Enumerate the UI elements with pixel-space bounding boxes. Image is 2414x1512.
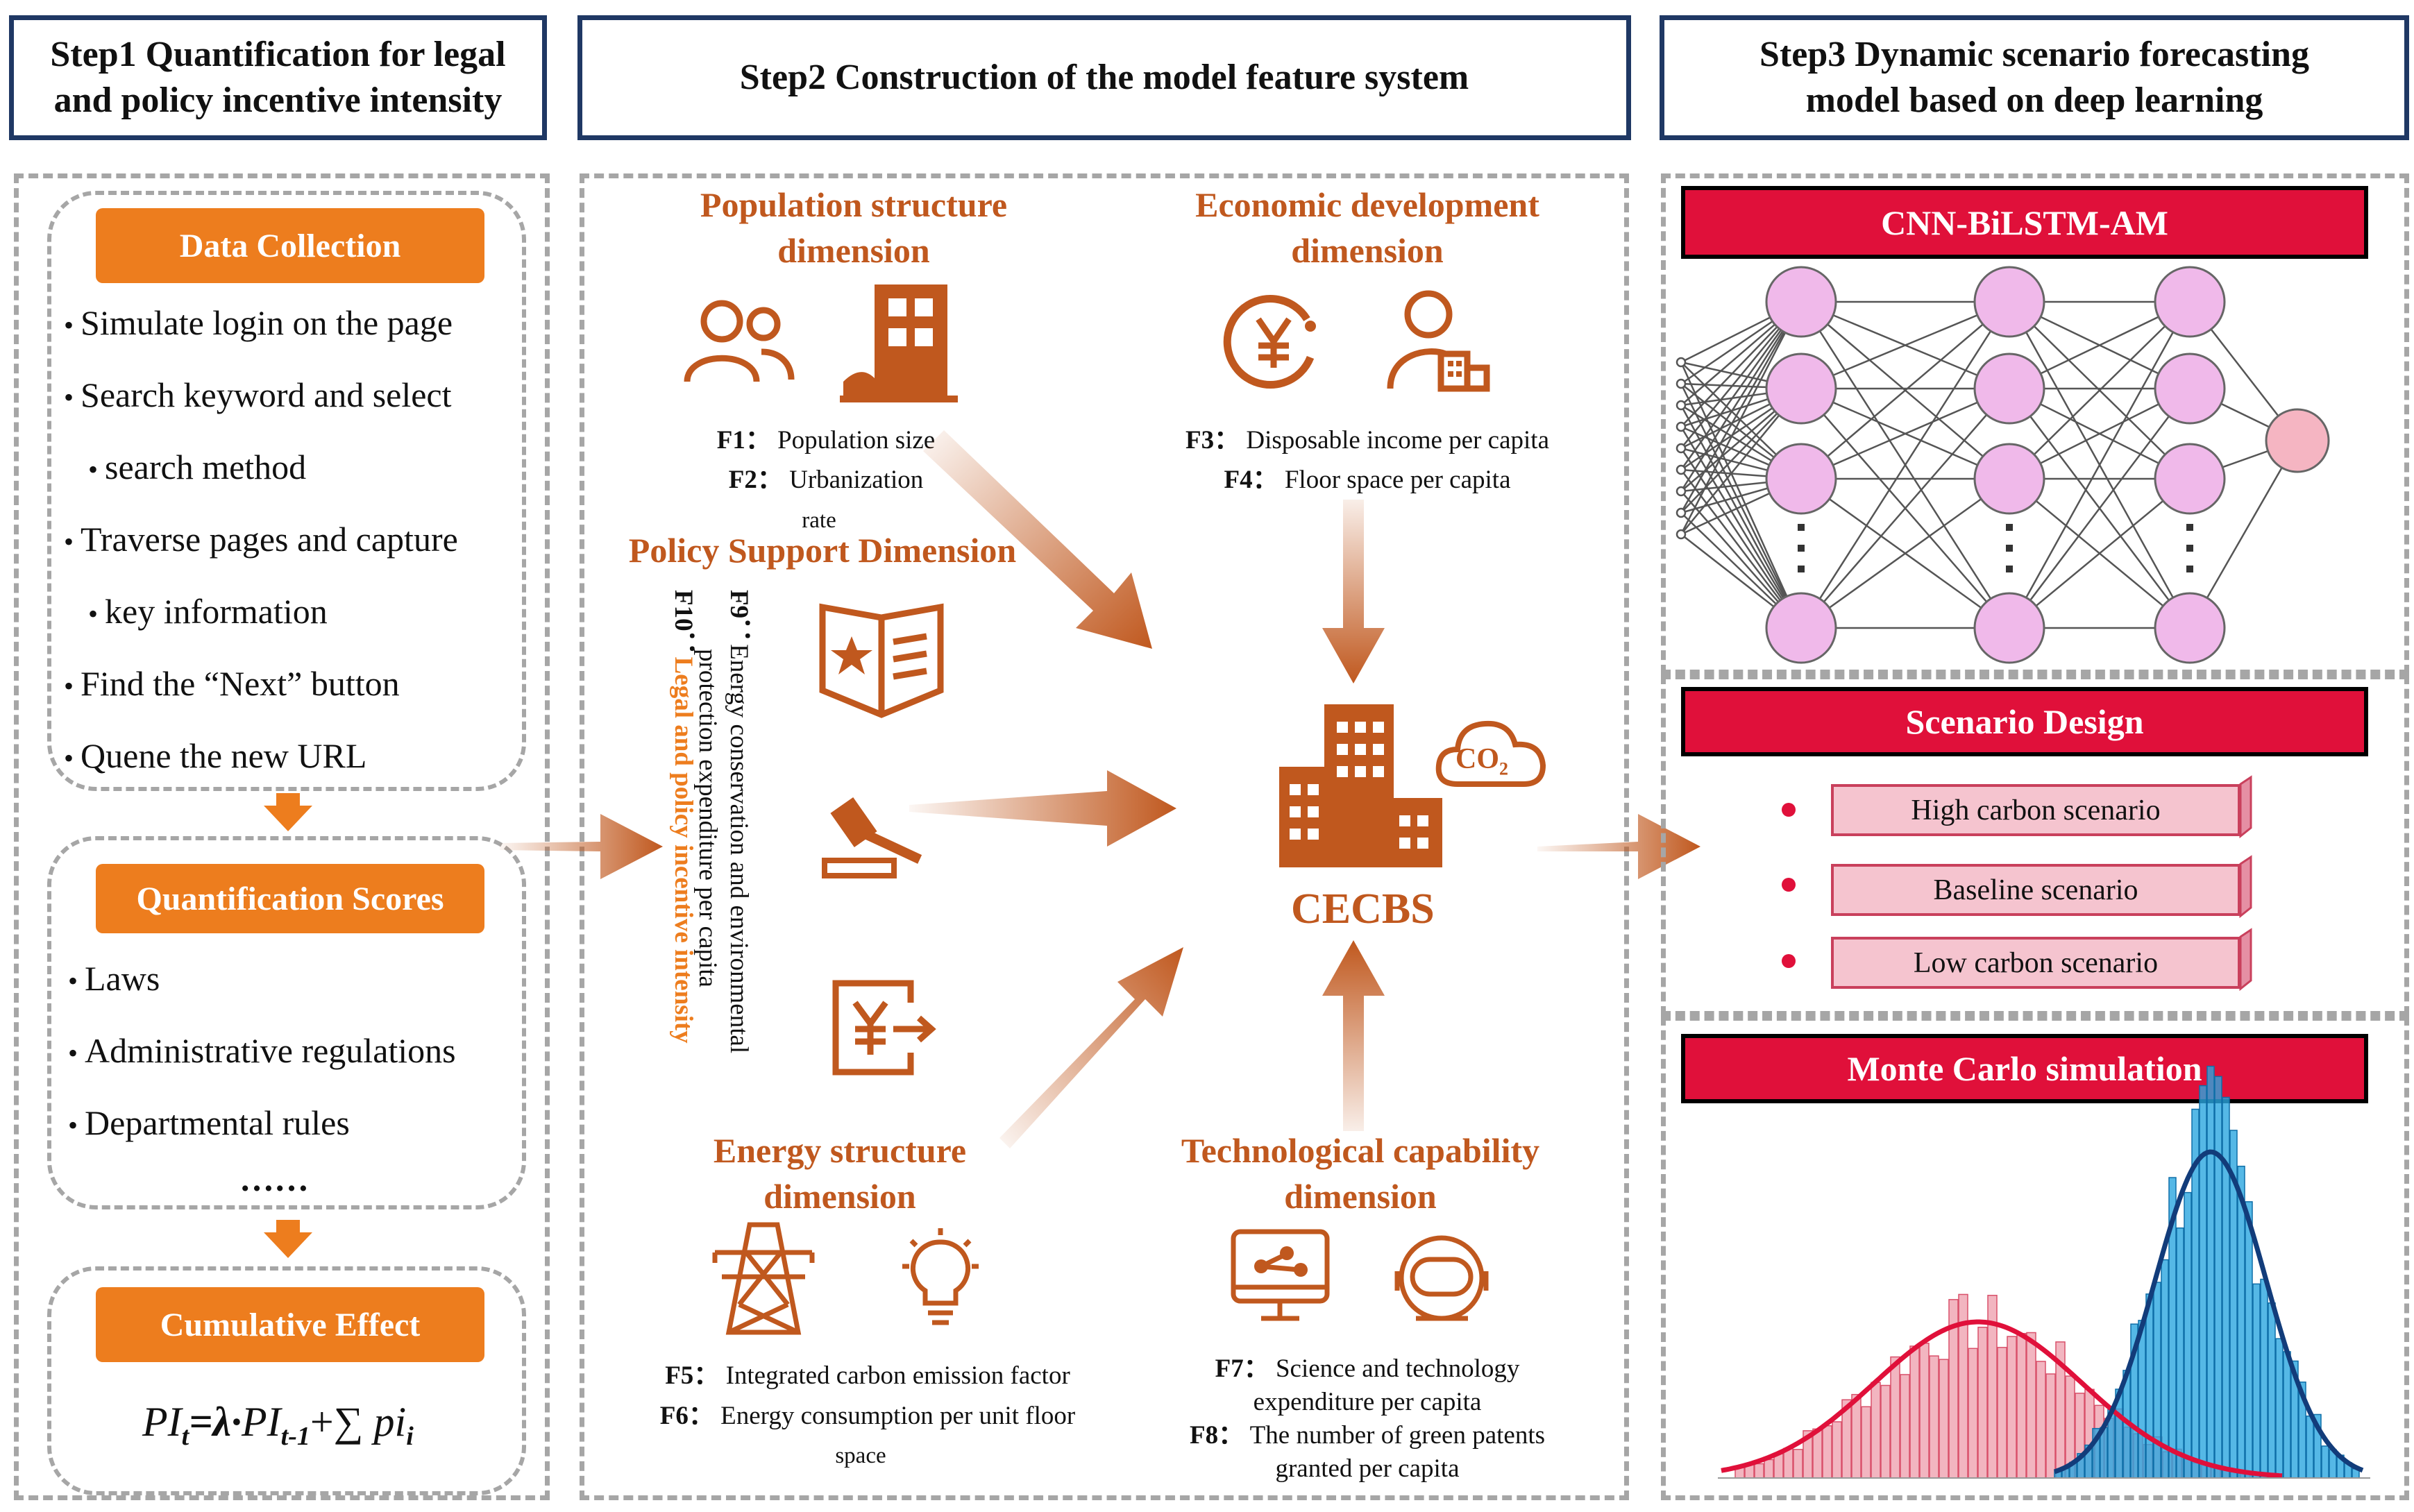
neural-network-diagram	[1676, 266, 2330, 664]
step3-title-line2: model based on deep learning	[1805, 80, 2263, 120]
policy-dimension-title: Policy Support Dimension	[628, 531, 1017, 570]
step1-title-line2: and policy incentive intensity	[53, 80, 503, 120]
arrow-energy-to-center	[999, 947, 1183, 1148]
list-item: key information	[64, 577, 458, 649]
cumulative-label: Cumulative Effect	[96, 1287, 484, 1362]
power-tower-icon	[712, 1222, 815, 1335]
step1-panel	[14, 173, 550, 1500]
step2-header: Step2 Construction of the model feature …	[577, 15, 1631, 140]
feature-f8: F8： The number of green patents	[1189, 1421, 1546, 1450]
list-item: Simulate login on the page	[64, 288, 458, 360]
monte-carlo-histogram	[1718, 1065, 2370, 1479]
scenario-label: Scenario Design	[1681, 687, 2368, 756]
feature-f2: F2： Urbanization	[728, 466, 924, 494]
yuan-transfer-icon	[832, 980, 936, 1076]
quantification-label: Quantification Scores	[96, 864, 484, 933]
bullet-dot	[1782, 803, 1796, 817]
feature-f4: F4： Floor space per capita	[1224, 466, 1511, 494]
list-item: Laws	[68, 944, 456, 1016]
arrow-tech-to-center	[1322, 940, 1385, 1131]
feature-f1: F1： Population size	[716, 426, 936, 455]
astronaut-helmet-icon	[1394, 1235, 1489, 1321]
list-item: Quene the new URL	[64, 721, 458, 793]
data-collection-label: Data Collection	[96, 208, 484, 283]
feature-f10: F10：Legal and policy incentive intensity	[669, 590, 698, 1044]
cumulative-box	[47, 1266, 526, 1495]
building-icon	[840, 284, 958, 402]
bullet-dot	[1782, 954, 1796, 968]
list-item: Departmental rules	[68, 1088, 456, 1160]
person-building-icon	[1387, 290, 1490, 392]
co2-cloud-icon	[1435, 720, 1546, 787]
arrow-step2-to-step3	[1537, 814, 1700, 879]
cecbs-label: CECBS	[1291, 885, 1435, 933]
people-icon	[684, 300, 795, 382]
quantification-list: Laws Administrative regulations Departme…	[68, 944, 456, 1160]
feature-f2-cont: rate	[802, 508, 836, 533]
scenario-baseline: Baseline scenario	[1831, 864, 2240, 916]
scenario-low: Low carbon scenario	[1831, 937, 2240, 989]
down-arrow-icon	[264, 1220, 312, 1258]
scenario-3d-edges	[2239, 775, 2252, 992]
list-item: Traverse pages and capture	[64, 504, 458, 577]
light-bulb-icon	[902, 1228, 979, 1325]
quantification-box	[47, 836, 526, 1209]
list-item: Administrative regulations	[68, 1016, 456, 1088]
list-item: Find the “Next” button	[64, 649, 458, 721]
feature-f5: F5： Integrated carbon emission factor	[665, 1361, 1070, 1390]
model-label: CNN-BiLSTM-AM	[1681, 186, 2368, 259]
step3-title-line1: Step3 Dynamic scenario forecasting	[1759, 35, 2309, 74]
step3-monte-panel	[1661, 1016, 2409, 1500]
down-arrow-icon	[264, 793, 312, 831]
bullet-dot	[1782, 878, 1796, 892]
ellipsis: ……	[239, 1160, 309, 1198]
feature-f8-cont: granted per capita	[1275, 1454, 1460, 1483]
step3-scenario-panel	[1661, 674, 2409, 1016]
feature-f6: F6： Energy consumption per unit floor	[659, 1402, 1076, 1430]
cumulative-formula: PIt=λ·PIt-1+∑ pii	[142, 1399, 414, 1451]
step1-title-line1: Step1 Quantification for legal	[50, 35, 506, 74]
feature-f7: F7： Science and technology	[1215, 1354, 1520, 1383]
feature-f3: F3： Disposable income per capita	[1185, 426, 1549, 455]
step3-model-panel	[1661, 173, 2409, 674]
arrow-population-to-center	[923, 430, 1152, 649]
feature-f7-cont: expenditure per capita	[1253, 1388, 1482, 1416]
scenario-high: High carbon scenario	[1831, 784, 2240, 836]
city-buildings-icon	[1279, 704, 1442, 867]
list-item: search method	[64, 432, 458, 504]
list-item: Search keyword and select	[64, 360, 458, 432]
step2-title: Step2 Construction of the model feature …	[739, 58, 1469, 97]
step1-header: Step1 Quantification for legal and polic…	[9, 15, 547, 140]
feature-f6-cont: space	[835, 1443, 886, 1468]
arrow-policy-to-center	[909, 770, 1176, 847]
data-collection-list: Simulate login on the page Search keywor…	[64, 288, 458, 793]
monitor-network-icon	[1231, 1229, 1330, 1321]
gavel-icon	[822, 797, 922, 878]
yuan-circle-icon	[1223, 295, 1316, 389]
co2-label: CO2	[1455, 743, 1508, 779]
step2-panel	[580, 173, 1629, 1500]
monte-label: Monte Carlo simulation	[1681, 1034, 2368, 1103]
arrow-economic-to-center	[1322, 500, 1385, 683]
arrow-step1-to-step2	[500, 814, 663, 879]
step3-header: Step3 Dynamic scenario forecasting model…	[1660, 15, 2409, 140]
policy-document-icon	[819, 603, 944, 718]
feature-f9: F9：Energy conservation and environmental	[725, 590, 753, 1054]
feature-f9-cont: protection expenditure per capita	[693, 649, 722, 987]
